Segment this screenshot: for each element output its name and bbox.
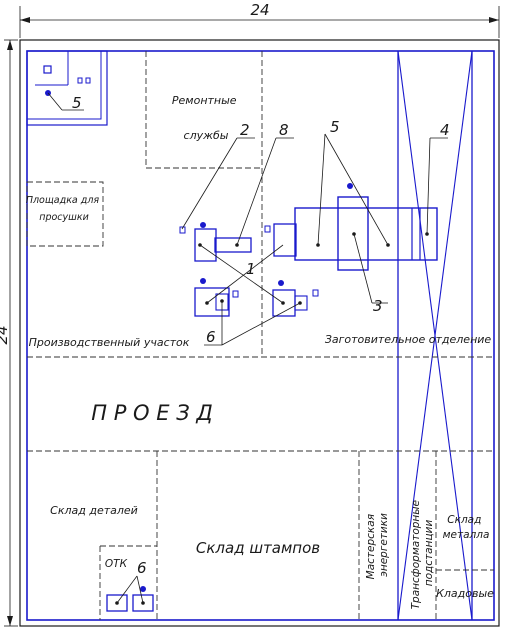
- production-machines: [179, 222, 319, 317]
- crane-x-structure: [397, 50, 473, 621]
- callout-4: 4: [440, 121, 450, 139]
- callout-5-top: 5: [330, 118, 340, 136]
- metal-storage-label: Склад металла: [443, 514, 490, 541]
- callout-2: 2: [240, 121, 250, 139]
- left-dimension: 24: [0, 39, 18, 627]
- die-storage-label: Склад штампов: [196, 539, 320, 557]
- otk-label: ОТК: [105, 558, 128, 570]
- production-label: Производственный участок: [29, 336, 190, 349]
- repair-label: Ремонтные службы: [172, 94, 240, 142]
- zone-boundaries: [26, 51, 494, 620]
- passage-label: П Р О Е З Д: [91, 401, 213, 425]
- otk-equipment: [106, 586, 154, 612]
- leader-lines: [47, 92, 448, 604]
- top-dimension: 24: [19, 1, 500, 38]
- blank-dept-label: Заготовительное отделение: [325, 333, 492, 346]
- callout-3: 3: [373, 297, 383, 315]
- blank-dept-equipment: [264, 183, 438, 271]
- drying-label: Площадка для просушки: [26, 195, 102, 223]
- callout-5-corner: 5: [72, 94, 82, 112]
- parts-storage-label: Склад деталей: [50, 504, 138, 517]
- callout-6-production: 6: [206, 328, 216, 346]
- sheet-frame: [19, 39, 500, 627]
- callout-1: 1: [246, 260, 256, 278]
- top-dimension-label: 24: [250, 1, 269, 19]
- transformers-label: Трансформаторные подстанции: [410, 497, 435, 610]
- building-outline: [26, 50, 495, 621]
- workshop-label: Мастерская энергетики: [365, 511, 390, 580]
- corner-room: [26, 50, 108, 126]
- pantry-label: Кладовые: [436, 587, 494, 600]
- callout-6-otk: 6: [137, 559, 147, 577]
- callout-8: 8: [279, 121, 289, 139]
- left-dimension-label: 24: [0, 325, 11, 344]
